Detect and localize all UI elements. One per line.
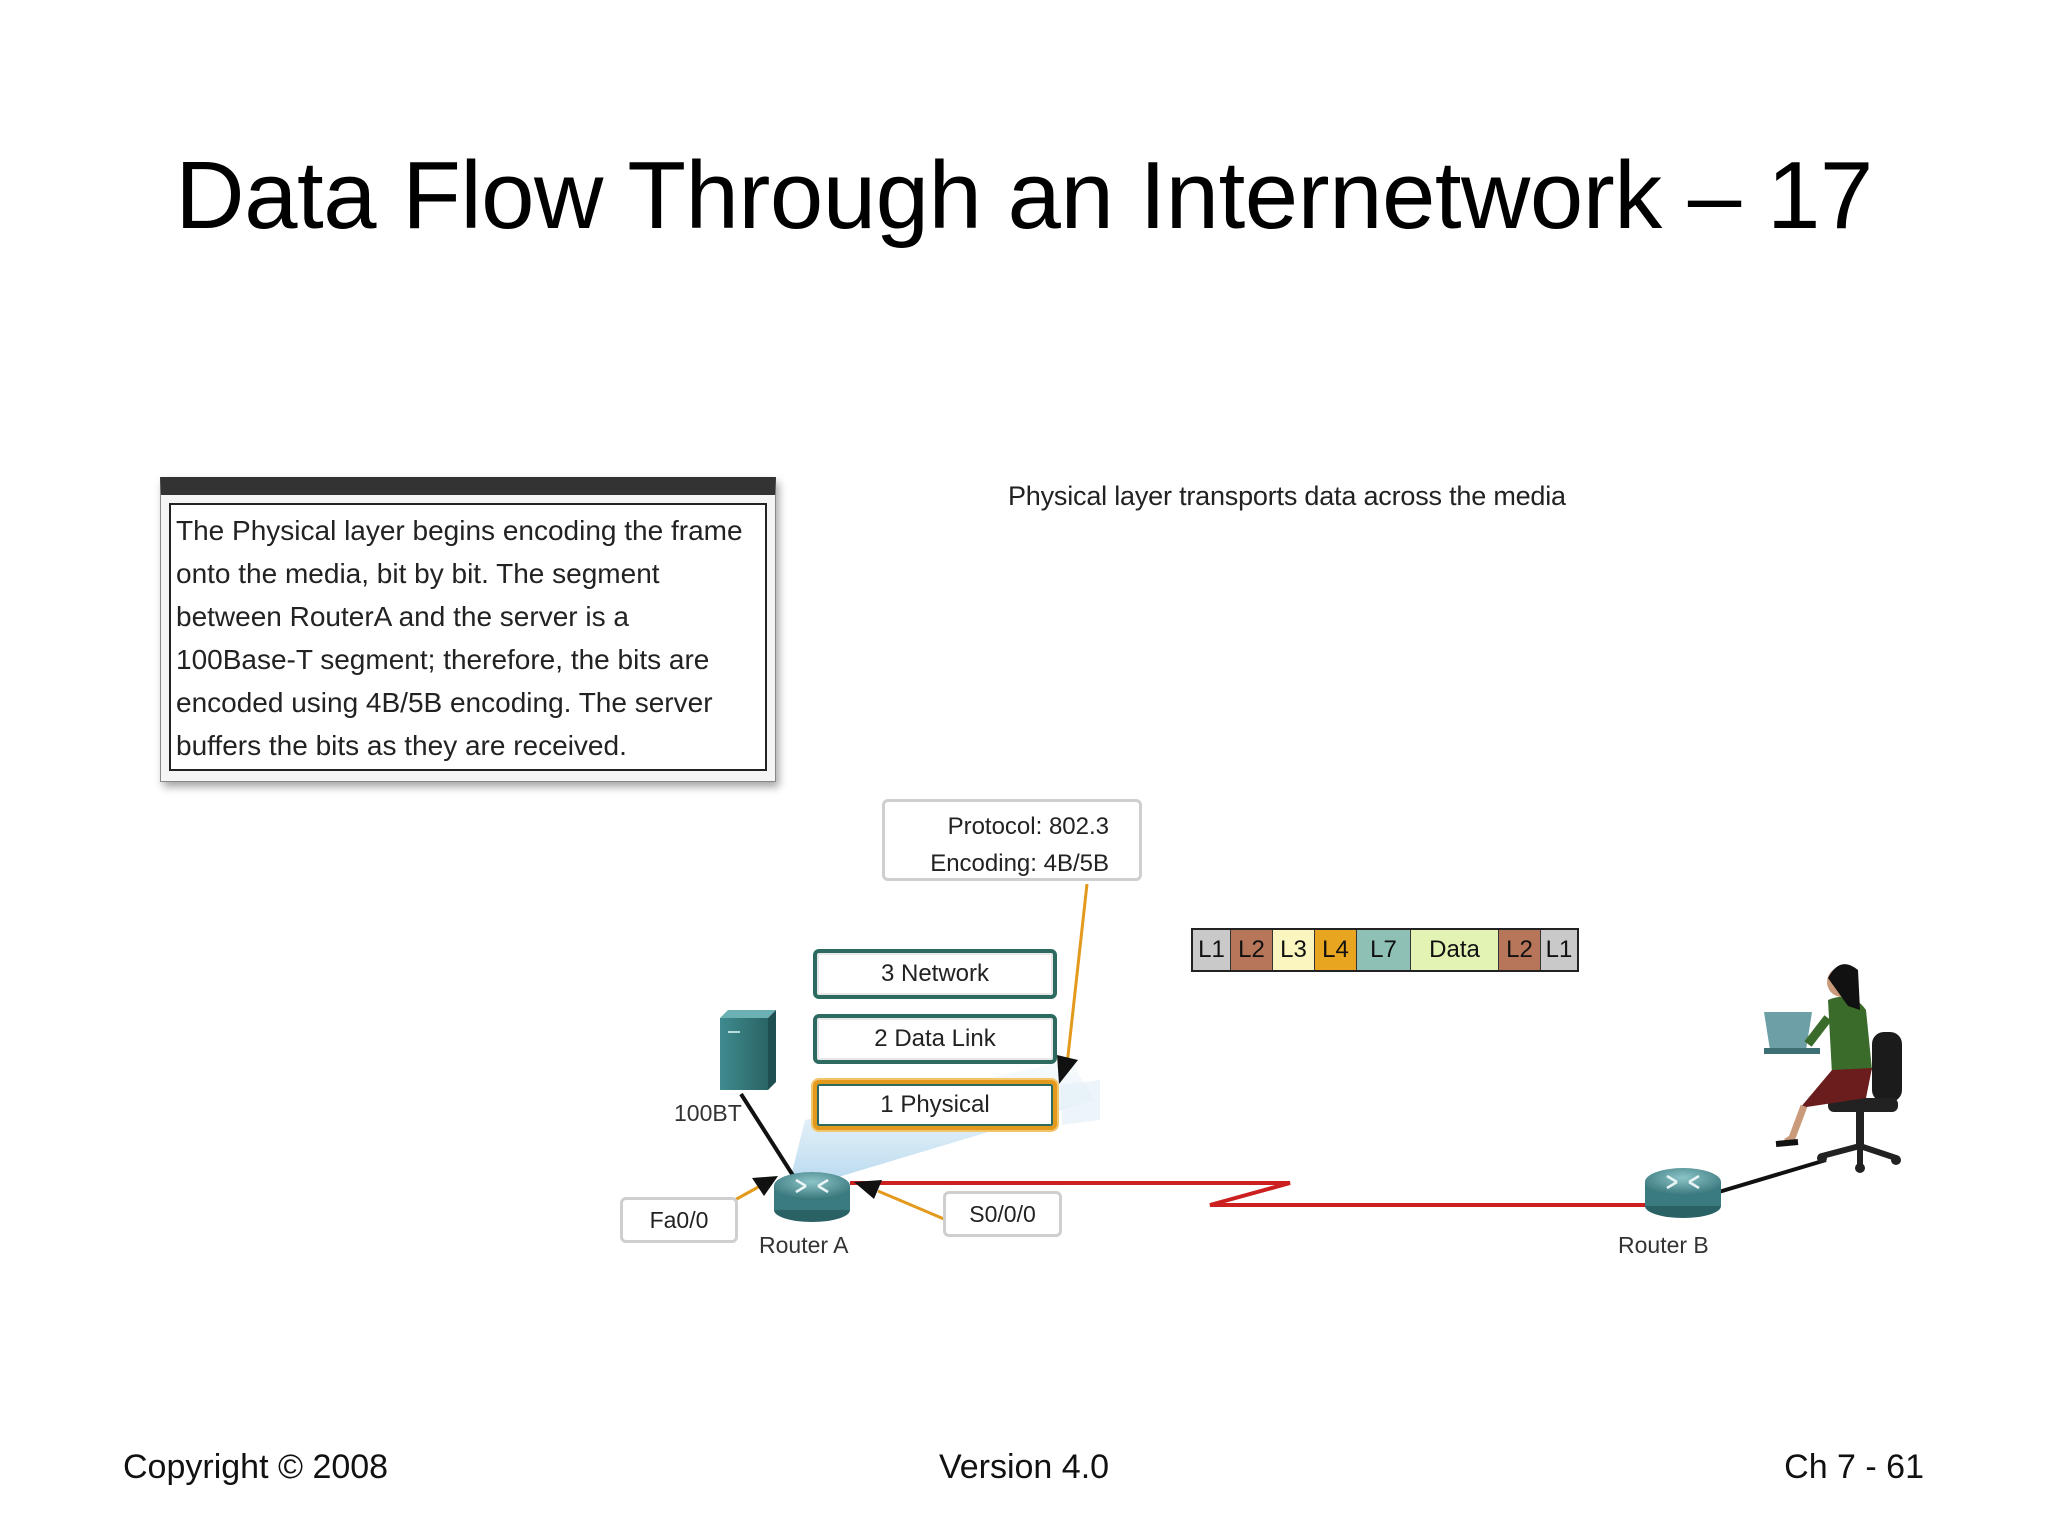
protocol-text: Protocol: 802.3 [947, 813, 1109, 840]
layer-network: 3 Network [813, 949, 1057, 999]
info-line: 100Base-T segment; therefore, the bits a… [176, 644, 710, 675]
arrowhead-icon [854, 1180, 882, 1199]
protocol-callout: Protocol: 802.3 Encoding: 4B/5B [882, 799, 1142, 881]
page-number: Ch 7 - 61 [1784, 1448, 1924, 1486]
info-panel: The Physical layer begins encoding the f… [160, 477, 776, 782]
link-label: 100BT [674, 1100, 742, 1126]
pdu-segment: L3 [1273, 930, 1315, 970]
pdu-segment: L4 [1315, 930, 1357, 970]
server-icon [720, 1010, 776, 1090]
pdu-strip: L1 L2 L3 L4 L7 Data L2 L1 [1191, 928, 1579, 972]
pdu-segment: L7 [1357, 930, 1411, 970]
pointer-line [1065, 883, 1089, 1066]
person-icon [1764, 964, 1902, 1173]
slide-title: Data Flow Through an Internetwork – 17 [175, 142, 1873, 249]
version-text: Version 4.0 [938, 1448, 1110, 1486]
pdu-segment: Data [1411, 930, 1499, 970]
info-panel-text: The Physical layer begins encoding the f… [169, 503, 767, 771]
info-line: onto the media, bit by bit. The segment [176, 558, 660, 589]
pdu-segment: L1 [1541, 930, 1577, 970]
info-line: buffers the bits as they are received. [176, 730, 627, 761]
port-label-fa0-0: Fa0/0 [620, 1197, 738, 1243]
router-a-label: Router A [759, 1232, 849, 1258]
encoding-text: Encoding: 4B/5B [930, 850, 1109, 877]
arrowhead-icon [1057, 1055, 1078, 1084]
router-icon [774, 1172, 850, 1222]
serial-link [850, 1181, 1680, 1207]
pdu-segment: L2 [1499, 930, 1541, 970]
pointer-line [877, 1189, 945, 1221]
pointer-line [732, 1183, 763, 1203]
router-icon [1645, 1168, 1721, 1218]
port-label-s0-0-0: S0/0/0 [943, 1191, 1062, 1237]
info-line: between RouterA and the server is a [176, 601, 629, 632]
pdu-segment: L1 [1193, 930, 1231, 970]
ethernet-link [739, 1092, 796, 1179]
arrowhead-icon [752, 1176, 778, 1196]
pdu-segment: L2 [1231, 930, 1273, 970]
ethernet-link [1711, 1158, 1827, 1196]
diagram-caption: Physical layer transports data across th… [1008, 481, 1566, 511]
router-b-label: Router B [1618, 1232, 1709, 1258]
copyright-text: Copyright © 2008 [123, 1448, 389, 1486]
layer-data-link: 2 Data Link [813, 1014, 1057, 1064]
layer-physical: 1 Physical [813, 1080, 1057, 1130]
signal-beam [1060, 1080, 1100, 1125]
info-line: The Physical layer begins encoding the f… [176, 515, 743, 546]
info-line: encoded using 4B/5B encoding. The server [176, 687, 713, 718]
